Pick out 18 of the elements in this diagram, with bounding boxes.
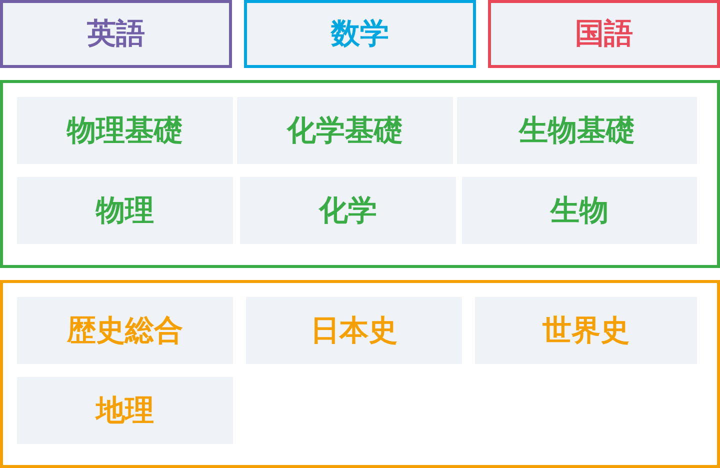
subject-name: 物理 — [96, 194, 154, 228]
subject-name: 世界史 — [542, 314, 630, 348]
subject-name: 英語 — [87, 17, 145, 51]
subject-name: 生物 — [550, 194, 608, 228]
subject-name: 日本史 — [310, 314, 398, 348]
subject-name: 物理基礎 — [67, 114, 183, 148]
subject-name: 国語 — [575, 17, 633, 51]
subject-name: 地理 — [96, 394, 154, 428]
subject-box — [0, 0, 232, 68]
subject-box — [488, 0, 720, 68]
subject-name: 歴史総合 — [67, 314, 183, 348]
subject-name: 数学 — [331, 17, 389, 51]
subject-name: 生物基礎 — [519, 114, 635, 148]
group-frame — [0, 280, 720, 468]
subject-name: 化学 — [319, 194, 377, 228]
subject-box — [244, 0, 476, 68]
subject-name: 化学基礎 — [287, 114, 403, 148]
group-frame — [0, 80, 720, 268]
